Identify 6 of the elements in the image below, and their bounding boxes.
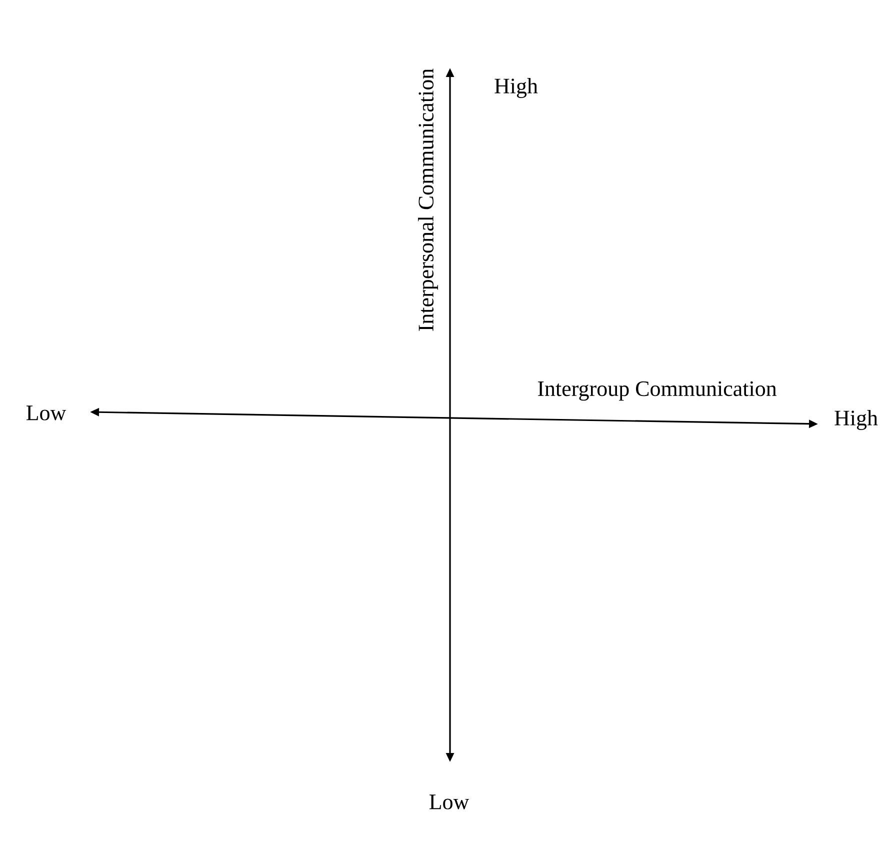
axis-end-label: High [834, 410, 878, 430]
axis-title: Intergroup Communication [538, 381, 777, 401]
axis-end-label: Low [26, 406, 66, 420]
axis-end-label: Low [429, 794, 470, 810]
axis-title: Interpersonal Communication [418, 68, 438, 331]
axis-end-label: High [494, 78, 538, 98]
